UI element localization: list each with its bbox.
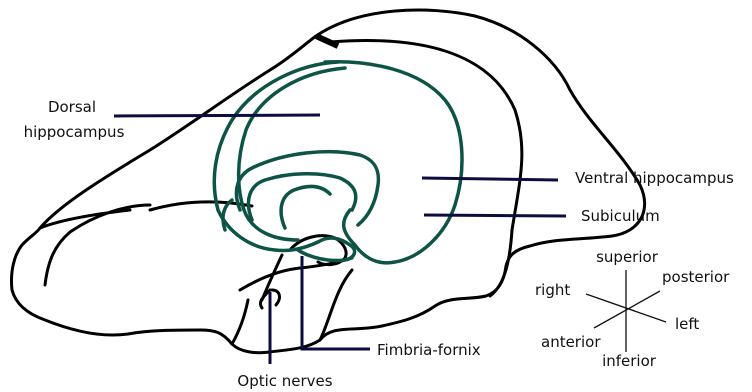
cerebellar-lobe (45, 205, 150, 285)
dorsal-label-line1: Dorsal (48, 98, 96, 116)
subiculum-leader-line (424, 215, 566, 216)
compass-anterior: anterior (541, 333, 601, 351)
compass-left: left (675, 315, 699, 333)
dorsal-leader-line (114, 115, 320, 116)
optic-chiasm-curve-3 (272, 290, 279, 305)
hippocampus-outline (214, 62, 462, 263)
brainstem-lower (232, 300, 248, 344)
hippocampus-inner-arc (214, 62, 338, 251)
dorsal-label-line2: hippocampus (24, 123, 125, 141)
dentate-inner (248, 174, 355, 220)
compass-superior: superior (596, 248, 659, 266)
olfactory-bulb-line (40, 210, 130, 228)
subiculum-label: Subiculum (581, 207, 660, 225)
compass-posterior: posterior (662, 268, 730, 286)
ventral-label: Ventral hippocampus (575, 169, 734, 187)
fimbria-label: Fimbria-fornix (377, 341, 481, 359)
optic-label: Optic nerves (237, 372, 332, 390)
structure-labels: Dorsal hippocampus Ventral hippocampus S… (24, 98, 734, 390)
orientation-compass: superior posterior right left anterior i… (535, 248, 730, 370)
ventral-leader-line (422, 178, 558, 180)
compass-ap-axis (594, 291, 660, 328)
cortex-ridge (330, 41, 522, 230)
compass-inferior: inferior (602, 352, 657, 370)
dentate-core (281, 187, 330, 228)
fimbria-leader-line (302, 256, 370, 349)
hippocampus-outer-arc (325, 62, 462, 263)
compass-right: right (535, 281, 570, 299)
